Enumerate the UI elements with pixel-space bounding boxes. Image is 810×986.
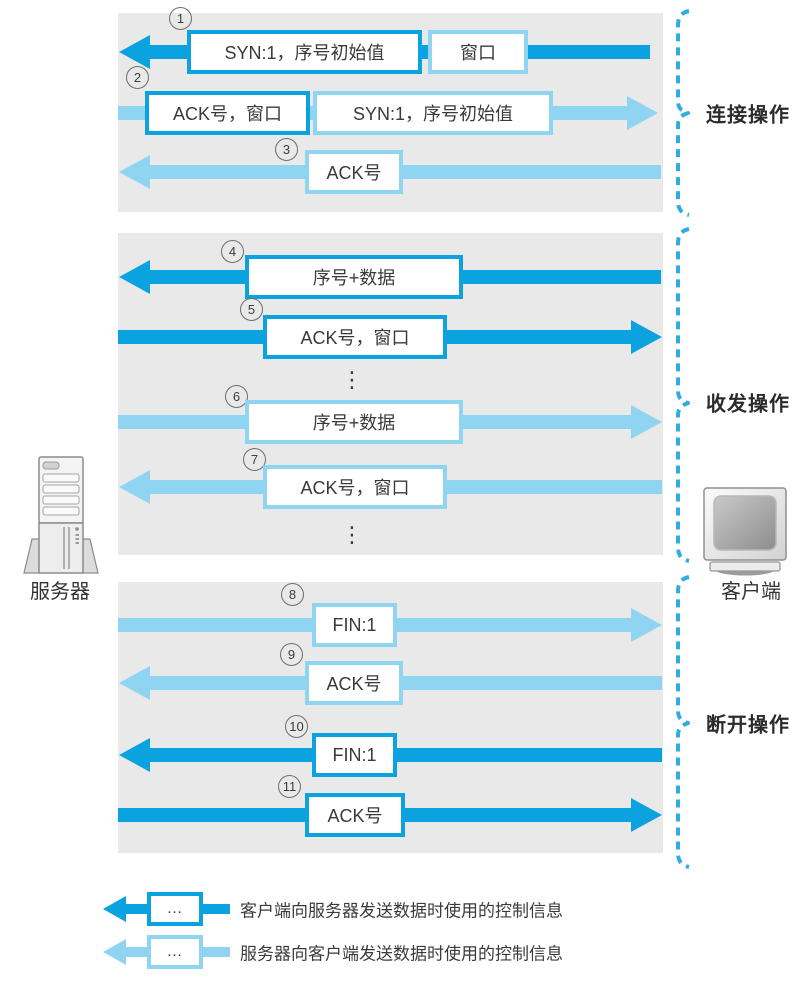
arrowhead-left-icon	[119, 155, 150, 189]
step-number-3: 3	[275, 138, 298, 161]
step-number-4: 4	[221, 240, 244, 263]
segment-box-ack: ACK号	[305, 793, 405, 837]
step-number-11: 11	[278, 775, 301, 798]
bracket-connect	[676, 9, 690, 217]
step-number-7: 7	[243, 448, 266, 471]
client-label: 客户端	[721, 581, 781, 603]
segment-box-seq-data: 序号+数据	[245, 400, 463, 444]
segment-box-fin: FIN:1	[312, 733, 397, 777]
arrowhead-left-icon	[119, 35, 150, 69]
arrowhead-left-icon	[119, 260, 150, 294]
section-label-transfer: 收发操作	[706, 393, 790, 416]
segment-box-ack: ACK号	[305, 661, 403, 705]
step-number-9: 9	[280, 643, 303, 666]
section-label-disconnect: 断开操作	[706, 714, 790, 737]
arrowhead-left-icon	[119, 666, 150, 700]
arrowhead-left-icon	[119, 738, 150, 772]
arrowhead-right-icon	[631, 320, 662, 354]
step-number-5: 5	[240, 298, 263, 321]
arrow-to-server-light	[119, 155, 661, 189]
step-number-8: 8	[281, 583, 304, 606]
repeat-ellipsis: ⋮	[341, 367, 363, 392]
arrowhead-left-icon	[103, 939, 126, 965]
segment-box-syn: SYN:1，序号初始值	[313, 91, 553, 135]
section-label-connect: 连接操作	[706, 104, 790, 127]
legend-box-light: …	[147, 935, 203, 969]
arrowhead-right-icon	[631, 608, 662, 642]
server-icon	[23, 456, 99, 574]
step-number-2: 2	[126, 66, 149, 89]
arrowhead-left-icon	[103, 896, 126, 922]
segment-box-ack-window: ACK号，窗口	[263, 315, 447, 359]
legend-label: 客户端向服务器发送数据时使用的控制信息	[240, 901, 563, 921]
segment-box-window: 窗口	[428, 30, 528, 74]
repeat-ellipsis: ⋮	[341, 522, 363, 547]
arrowhead-right-icon	[631, 405, 662, 439]
arrowhead-right-icon	[631, 798, 662, 832]
arrowhead-left-icon	[119, 470, 150, 504]
step-number-6: 6	[225, 385, 248, 408]
arrowhead-right-icon	[627, 96, 658, 130]
legend-box-dark: …	[147, 892, 203, 926]
client-icon	[703, 487, 787, 576]
arrow-to-server-dark	[119, 738, 662, 772]
bracket-disconnect	[676, 575, 690, 869]
segment-box-syn: SYN:1，序号初始值	[187, 30, 422, 74]
segment-box-seq-data: 序号+数据	[245, 255, 463, 299]
segment-box-ack-window: ACK号，窗口	[145, 91, 310, 135]
step-number-10: 10	[285, 715, 308, 738]
arrow-to-server-light	[119, 666, 662, 700]
legend-label: 服务器向客户端发送数据时使用的控制信息	[240, 944, 563, 964]
step-number-1: 1	[169, 7, 192, 30]
bracket-transfer	[676, 227, 690, 563]
server-label: 服务器	[30, 581, 90, 603]
segment-box-fin: FIN:1	[312, 603, 397, 647]
segment-box-ack-window: ACK号，窗口	[263, 465, 447, 509]
segment-box-ack: ACK号	[305, 150, 403, 194]
